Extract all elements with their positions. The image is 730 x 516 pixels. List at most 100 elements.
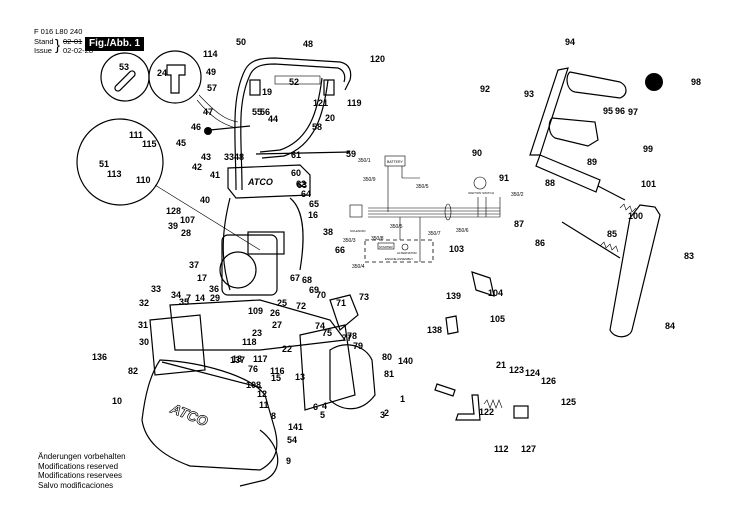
side-plate-right	[299, 324, 356, 411]
plate-94	[566, 71, 627, 99]
callout-15: 15	[271, 373, 281, 383]
callout-38: 38	[323, 227, 333, 237]
callout-76: 76	[248, 364, 258, 374]
callout-21: 21	[496, 360, 506, 370]
callout-7: 7	[186, 293, 191, 303]
callout-42: 42	[192, 162, 202, 172]
notice-en: Modifications reserved	[38, 461, 119, 471]
detail-circle-24	[148, 50, 202, 104]
plate-103	[471, 271, 495, 297]
side-plate	[149, 314, 206, 376]
callout-44: 44	[268, 114, 278, 124]
detail-leader	[154, 184, 261, 251]
callout-95: 95	[603, 106, 613, 116]
chassis-plate	[169, 299, 347, 351]
callout-101: 101	[641, 179, 656, 189]
rod-59	[255, 151, 351, 155]
callout-75: 75	[322, 328, 332, 338]
callout-125: 125	[561, 397, 576, 407]
notice-es: Salvo modificaciones	[38, 480, 114, 490]
callout-74: 74	[315, 321, 325, 331]
bracket-139	[445, 315, 459, 335]
callout-137: 137	[230, 355, 245, 365]
callout-67: 67	[290, 273, 300, 283]
callout-118: 118	[242, 337, 257, 347]
alternator-label: ALTERNATOR	[397, 251, 418, 255]
callout-84: 84	[665, 321, 675, 331]
handle-lower	[259, 77, 323, 153]
callout-61: 61	[291, 150, 301, 160]
wiring-diagram: BATTERY SOLENOID STARTER ALTERNATOR ENGI…	[343, 155, 524, 270]
spring-101	[619, 203, 637, 213]
callout-5: 5	[320, 410, 325, 420]
rod-86	[561, 221, 621, 259]
notice-fr: Modifications reservees	[38, 471, 123, 480]
callout-89: 89	[587, 157, 597, 167]
ref-350-1: 350/1	[358, 158, 371, 164]
ref-350-2: 350/2	[511, 192, 524, 198]
handle-bar-inner	[240, 63, 346, 191]
spring-85	[599, 241, 619, 253]
gearbox-housing	[329, 344, 376, 410]
stand-value: 02-01	[63, 37, 83, 46]
pin-53	[114, 70, 136, 92]
callout-32: 32	[139, 298, 149, 308]
lever-46	[209, 125, 251, 131]
starter-box	[377, 242, 395, 250]
callout-103: 103	[449, 244, 464, 254]
callout-12: 12	[257, 389, 267, 399]
callout-136: 136	[92, 352, 107, 362]
callout-8: 8	[271, 411, 276, 421]
issue-value: 02-02-28	[63, 46, 94, 55]
callout-85: 85	[607, 229, 617, 239]
document-number: F 016 L80 240	[34, 27, 83, 36]
callout-16: 16	[308, 210, 318, 220]
ref-350-8: 350/8	[371, 236, 384, 242]
ref-350-9: 350/9	[363, 177, 376, 183]
callout-79: 79	[353, 341, 363, 351]
callout-3348: 3348	[224, 152, 244, 162]
callout-28: 28	[181, 228, 191, 238]
callout-6: 6	[313, 402, 318, 412]
callout-110: 110	[136, 175, 151, 185]
issue-label: Issue	[34, 46, 52, 55]
callout-47: 47	[203, 107, 213, 117]
rod-88	[597, 185, 626, 201]
callout-78: 78	[347, 331, 357, 341]
callout-105: 105	[490, 314, 505, 324]
callout-51: 51	[99, 159, 109, 169]
callout-138: 138	[427, 325, 442, 335]
callout-70: 70	[316, 290, 326, 300]
frame-tube-left	[222, 197, 231, 291]
modifications-notice: Änderungen vorbehalten Modifications res…	[38, 452, 126, 490]
knob-98	[645, 73, 663, 91]
callout-121: 121	[313, 98, 328, 108]
spring-124	[483, 399, 503, 409]
handle-grip-52	[274, 75, 321, 85]
callout-83: 83	[684, 251, 694, 261]
callout-97: 97	[628, 107, 638, 117]
callout-63: 63	[297, 180, 307, 190]
ignition-switch	[473, 176, 487, 190]
callout-111: 111	[129, 130, 143, 140]
roller-bracket-73	[329, 294, 359, 332]
callout-94: 94	[565, 37, 575, 47]
callout-41: 41	[210, 170, 220, 180]
ref-350-5: 350/5	[390, 224, 403, 230]
ref-350-4: 350/4	[352, 264, 365, 270]
callout-128: 128	[166, 206, 181, 216]
callout-1: 1	[400, 394, 405, 404]
grass-box	[141, 359, 278, 471]
callout-17: 17	[197, 273, 207, 283]
callout-107: 107	[180, 215, 195, 225]
callout-88: 88	[545, 178, 555, 188]
callout-40: 40	[200, 195, 210, 205]
callout-3: 3	[380, 410, 385, 420]
callout-87: 87	[514, 219, 524, 229]
lever-84	[609, 204, 661, 338]
callout-117: 117	[253, 354, 268, 364]
callout-57: 57	[207, 83, 217, 93]
callout-104: 104	[488, 288, 503, 298]
callout-25: 25	[277, 298, 287, 308]
